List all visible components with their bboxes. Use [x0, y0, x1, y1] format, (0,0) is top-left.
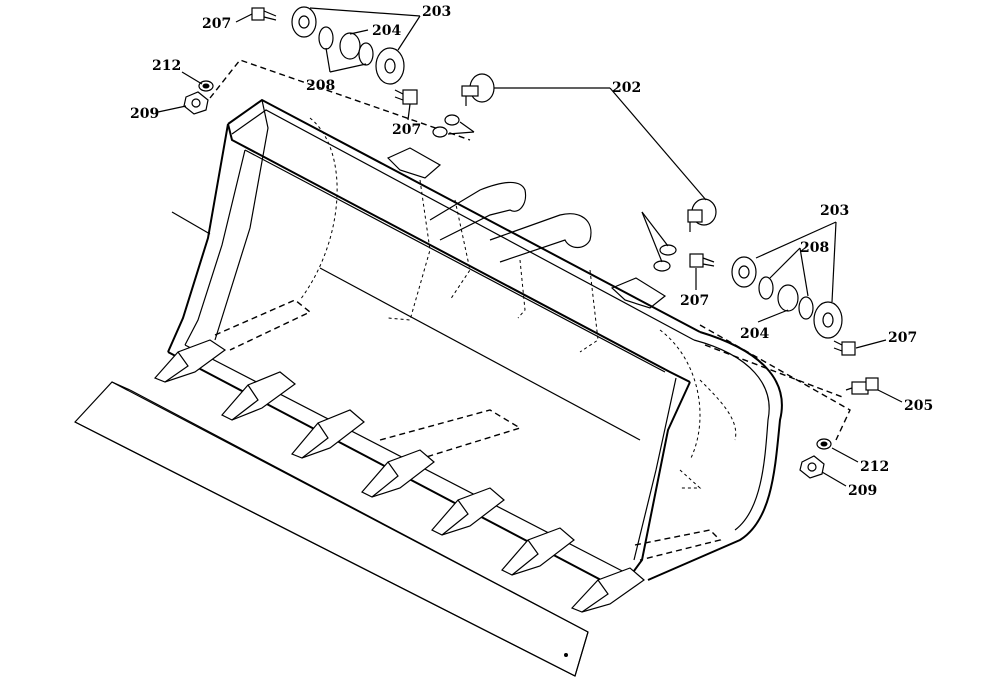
bolt-207-right-a: [689, 253, 715, 268]
label-208-top: 208: [306, 78, 335, 94]
label-207-right-b: 207: [888, 330, 917, 346]
spacer-204-b: [777, 284, 799, 312]
washer-upper-b: [432, 126, 448, 138]
cutting-edge-blade: [74, 381, 589, 677]
label-212-left: 212: [152, 58, 181, 74]
tooth-1: [153, 339, 227, 383]
flange-203-c: [731, 256, 757, 288]
label-207-top: 207: [202, 16, 231, 32]
label-202: 202: [612, 80, 641, 96]
label-209-right: 209: [848, 483, 877, 499]
hardware-right: [689, 253, 879, 479]
washer-lower-a: [659, 244, 677, 256]
hardware-upper-left: [183, 6, 418, 115]
shim-208-d: [798, 296, 814, 320]
bolt-207-mid: [394, 89, 418, 105]
bucket-teeth: [153, 339, 645, 613]
nut-209-left: [183, 91, 209, 115]
nut-209-right: [799, 455, 825, 479]
label-212-right: 212: [860, 459, 889, 475]
part-labels: 207 203 204 208 212 209 207 202 203 208 …: [130, 4, 933, 499]
tooth-4: [361, 449, 435, 498]
label-205: 205: [904, 398, 933, 414]
label-204-top: 204: [372, 23, 401, 39]
label-207-right-a: 207: [680, 293, 709, 309]
tooth-2: [221, 371, 296, 421]
assembly-dashed-lines: [209, 59, 851, 441]
label-208-right: 208: [800, 240, 829, 256]
tooth-3: [291, 409, 365, 459]
label-209-left: 209: [130, 106, 159, 122]
leader-lines: [157, 7, 903, 487]
washer-upper-a: [444, 114, 460, 126]
washer-212-right: [816, 438, 832, 450]
tooth-7: [570, 567, 645, 613]
washer-lower-b: [653, 260, 671, 272]
label-203-top: 203: [422, 4, 451, 20]
grease-fitting-205: [845, 377, 879, 395]
tooth-5: [431, 487, 505, 536]
label-204-right: 204: [740, 326, 769, 342]
spacer-204-a: [339, 32, 361, 60]
label-203-right: 203: [820, 203, 849, 219]
washer-212-left: [198, 80, 214, 92]
pin-202-upper: [461, 73, 495, 106]
pin-202-lower: [687, 198, 717, 232]
label-207-mid: 207: [392, 122, 421, 138]
bolt-207-right-b: [833, 340, 856, 356]
flange-203-b: [375, 47, 405, 85]
shim-208-a: [318, 26, 334, 50]
pins-202: [432, 73, 717, 272]
flange-203-a: [291, 6, 317, 38]
shim-208-b: [358, 42, 374, 66]
tooth-6: [501, 527, 575, 576]
flange-203-d: [813, 301, 843, 339]
shim-208-c: [758, 276, 774, 300]
wear-plates-hidden: [214, 299, 722, 561]
bolt-207-top: [251, 7, 277, 21]
